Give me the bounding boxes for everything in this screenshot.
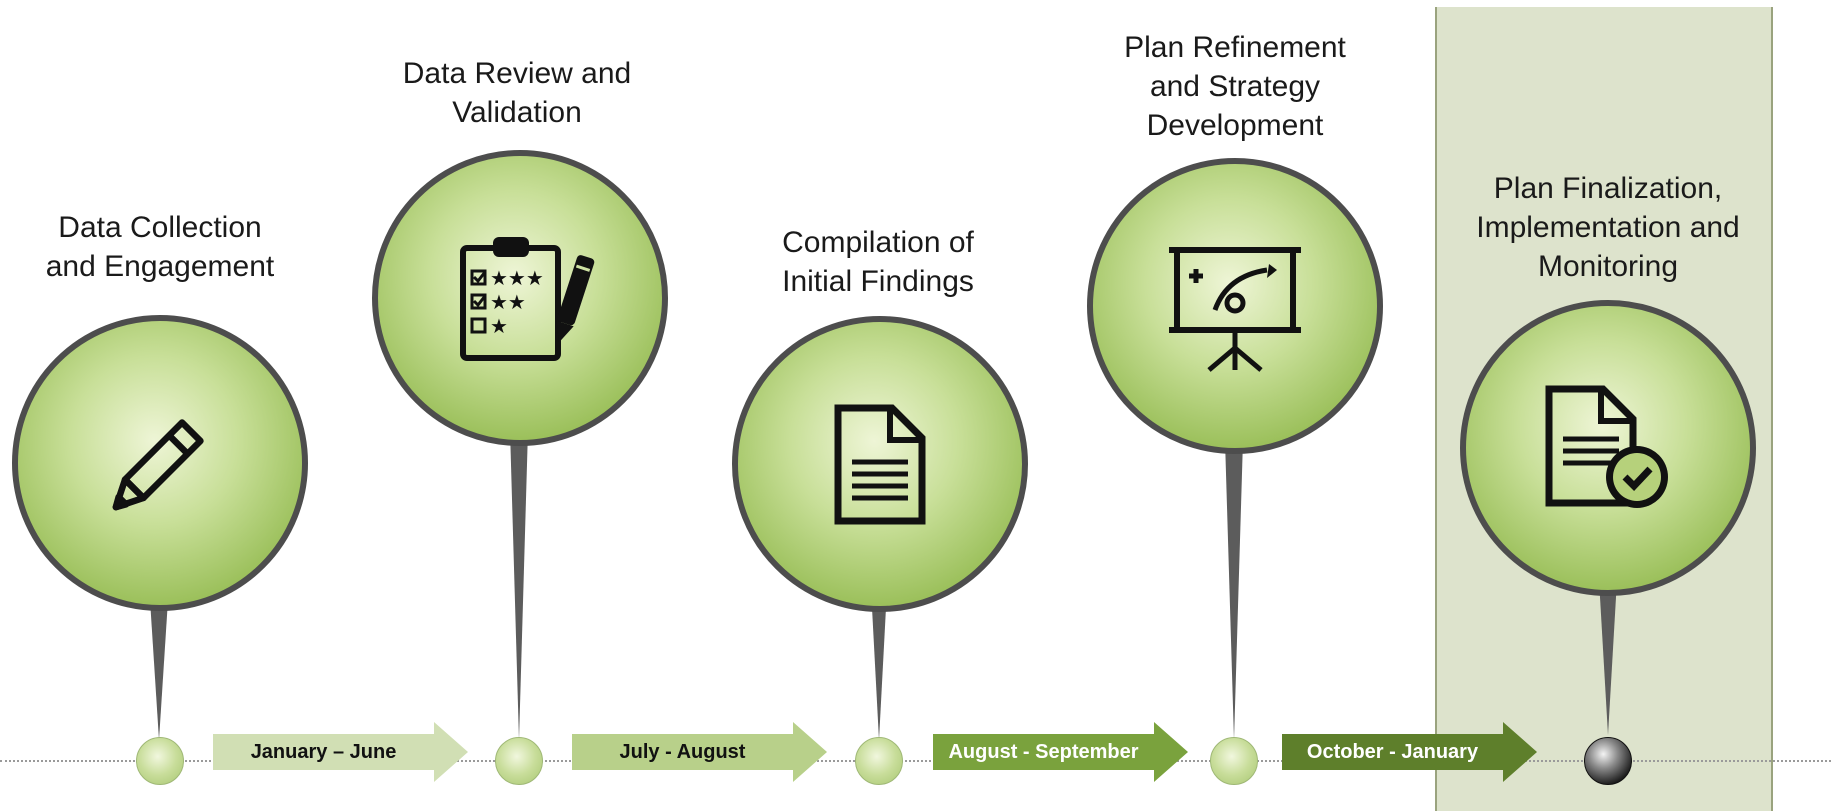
clipboard-checklist-icon: ★★★ ★★ ★ xyxy=(460,237,595,361)
milestone-bubble xyxy=(732,316,1028,612)
timeline-marker xyxy=(1210,737,1258,785)
milestone-bubble xyxy=(1460,300,1756,596)
milestone-title: Compilation of Initial Findings xyxy=(782,226,974,298)
document-check-icon xyxy=(1545,385,1668,508)
pin-stem xyxy=(1225,440,1243,740)
period-label: October - January xyxy=(1306,740,1479,763)
milestone-title: Data Review and Validation xyxy=(402,57,632,129)
milestone-title: Plan Refinement and Strategy Development xyxy=(1124,31,1346,142)
strategy-board-icon xyxy=(1169,247,1301,372)
milestone-title: Data Collection and Engagement xyxy=(45,211,275,283)
svg-text:★★: ★★ xyxy=(490,290,526,314)
milestone-bubble xyxy=(1087,158,1383,454)
svg-text:★★★: ★★★ xyxy=(490,266,544,290)
pencil-icon xyxy=(112,419,204,511)
timeline-axis xyxy=(0,760,1831,762)
svg-text:★: ★ xyxy=(490,314,508,338)
milestone-bubble xyxy=(12,315,308,611)
pin-stem xyxy=(870,570,888,740)
pin-stem xyxy=(510,430,528,740)
document-icon xyxy=(834,404,926,524)
timeline-marker xyxy=(136,737,184,785)
period-label: January – June xyxy=(250,740,397,763)
milestone-title: Plan Finalization, Implementation and Mo… xyxy=(1476,172,1740,283)
pin-stem xyxy=(150,600,168,740)
period-arrow: July - August xyxy=(572,722,827,782)
timeline-marker xyxy=(495,737,543,785)
timeline-marker xyxy=(855,737,903,785)
current-timeline-marker xyxy=(1584,737,1632,785)
period-label: August - September xyxy=(948,740,1139,763)
milestone-bubble: ★★★ ★★ ★ xyxy=(372,150,668,446)
period-arrow: August - September xyxy=(933,722,1188,782)
pin-stem xyxy=(1599,580,1617,735)
period-label: July - August xyxy=(619,740,746,763)
period-arrow: January – June xyxy=(213,722,468,782)
